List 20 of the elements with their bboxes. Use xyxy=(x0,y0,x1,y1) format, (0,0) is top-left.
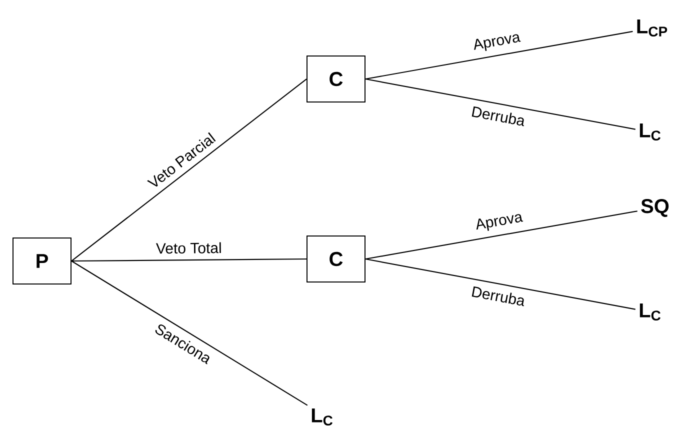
branch-line xyxy=(72,258,306,262)
outcome-label: L$_{CP}$ xyxy=(637,20,668,36)
decision-box: C xyxy=(306,56,366,102)
edge-label: Derruba xyxy=(472,286,524,306)
outcome-label: L$_{C}$ xyxy=(640,304,661,321)
edge-label: Aprova xyxy=(474,34,521,52)
edge-label: Derruba xyxy=(472,106,524,126)
outcome-label: SQ xyxy=(641,199,669,217)
branch-line xyxy=(365,30,633,80)
edge-label: Aprova xyxy=(476,214,524,231)
outcome-label: L$_{C}$ xyxy=(312,408,333,426)
branch-line xyxy=(365,78,636,130)
decision-box: P xyxy=(12,238,72,284)
branch-line xyxy=(71,260,308,406)
branch-line xyxy=(365,258,636,310)
decision-box: C xyxy=(306,236,366,282)
branch-line xyxy=(365,210,638,260)
edge-label: Veto Total xyxy=(156,242,221,254)
outcome-label: L$_{C}$ xyxy=(640,124,661,140)
branch-line xyxy=(71,78,307,262)
